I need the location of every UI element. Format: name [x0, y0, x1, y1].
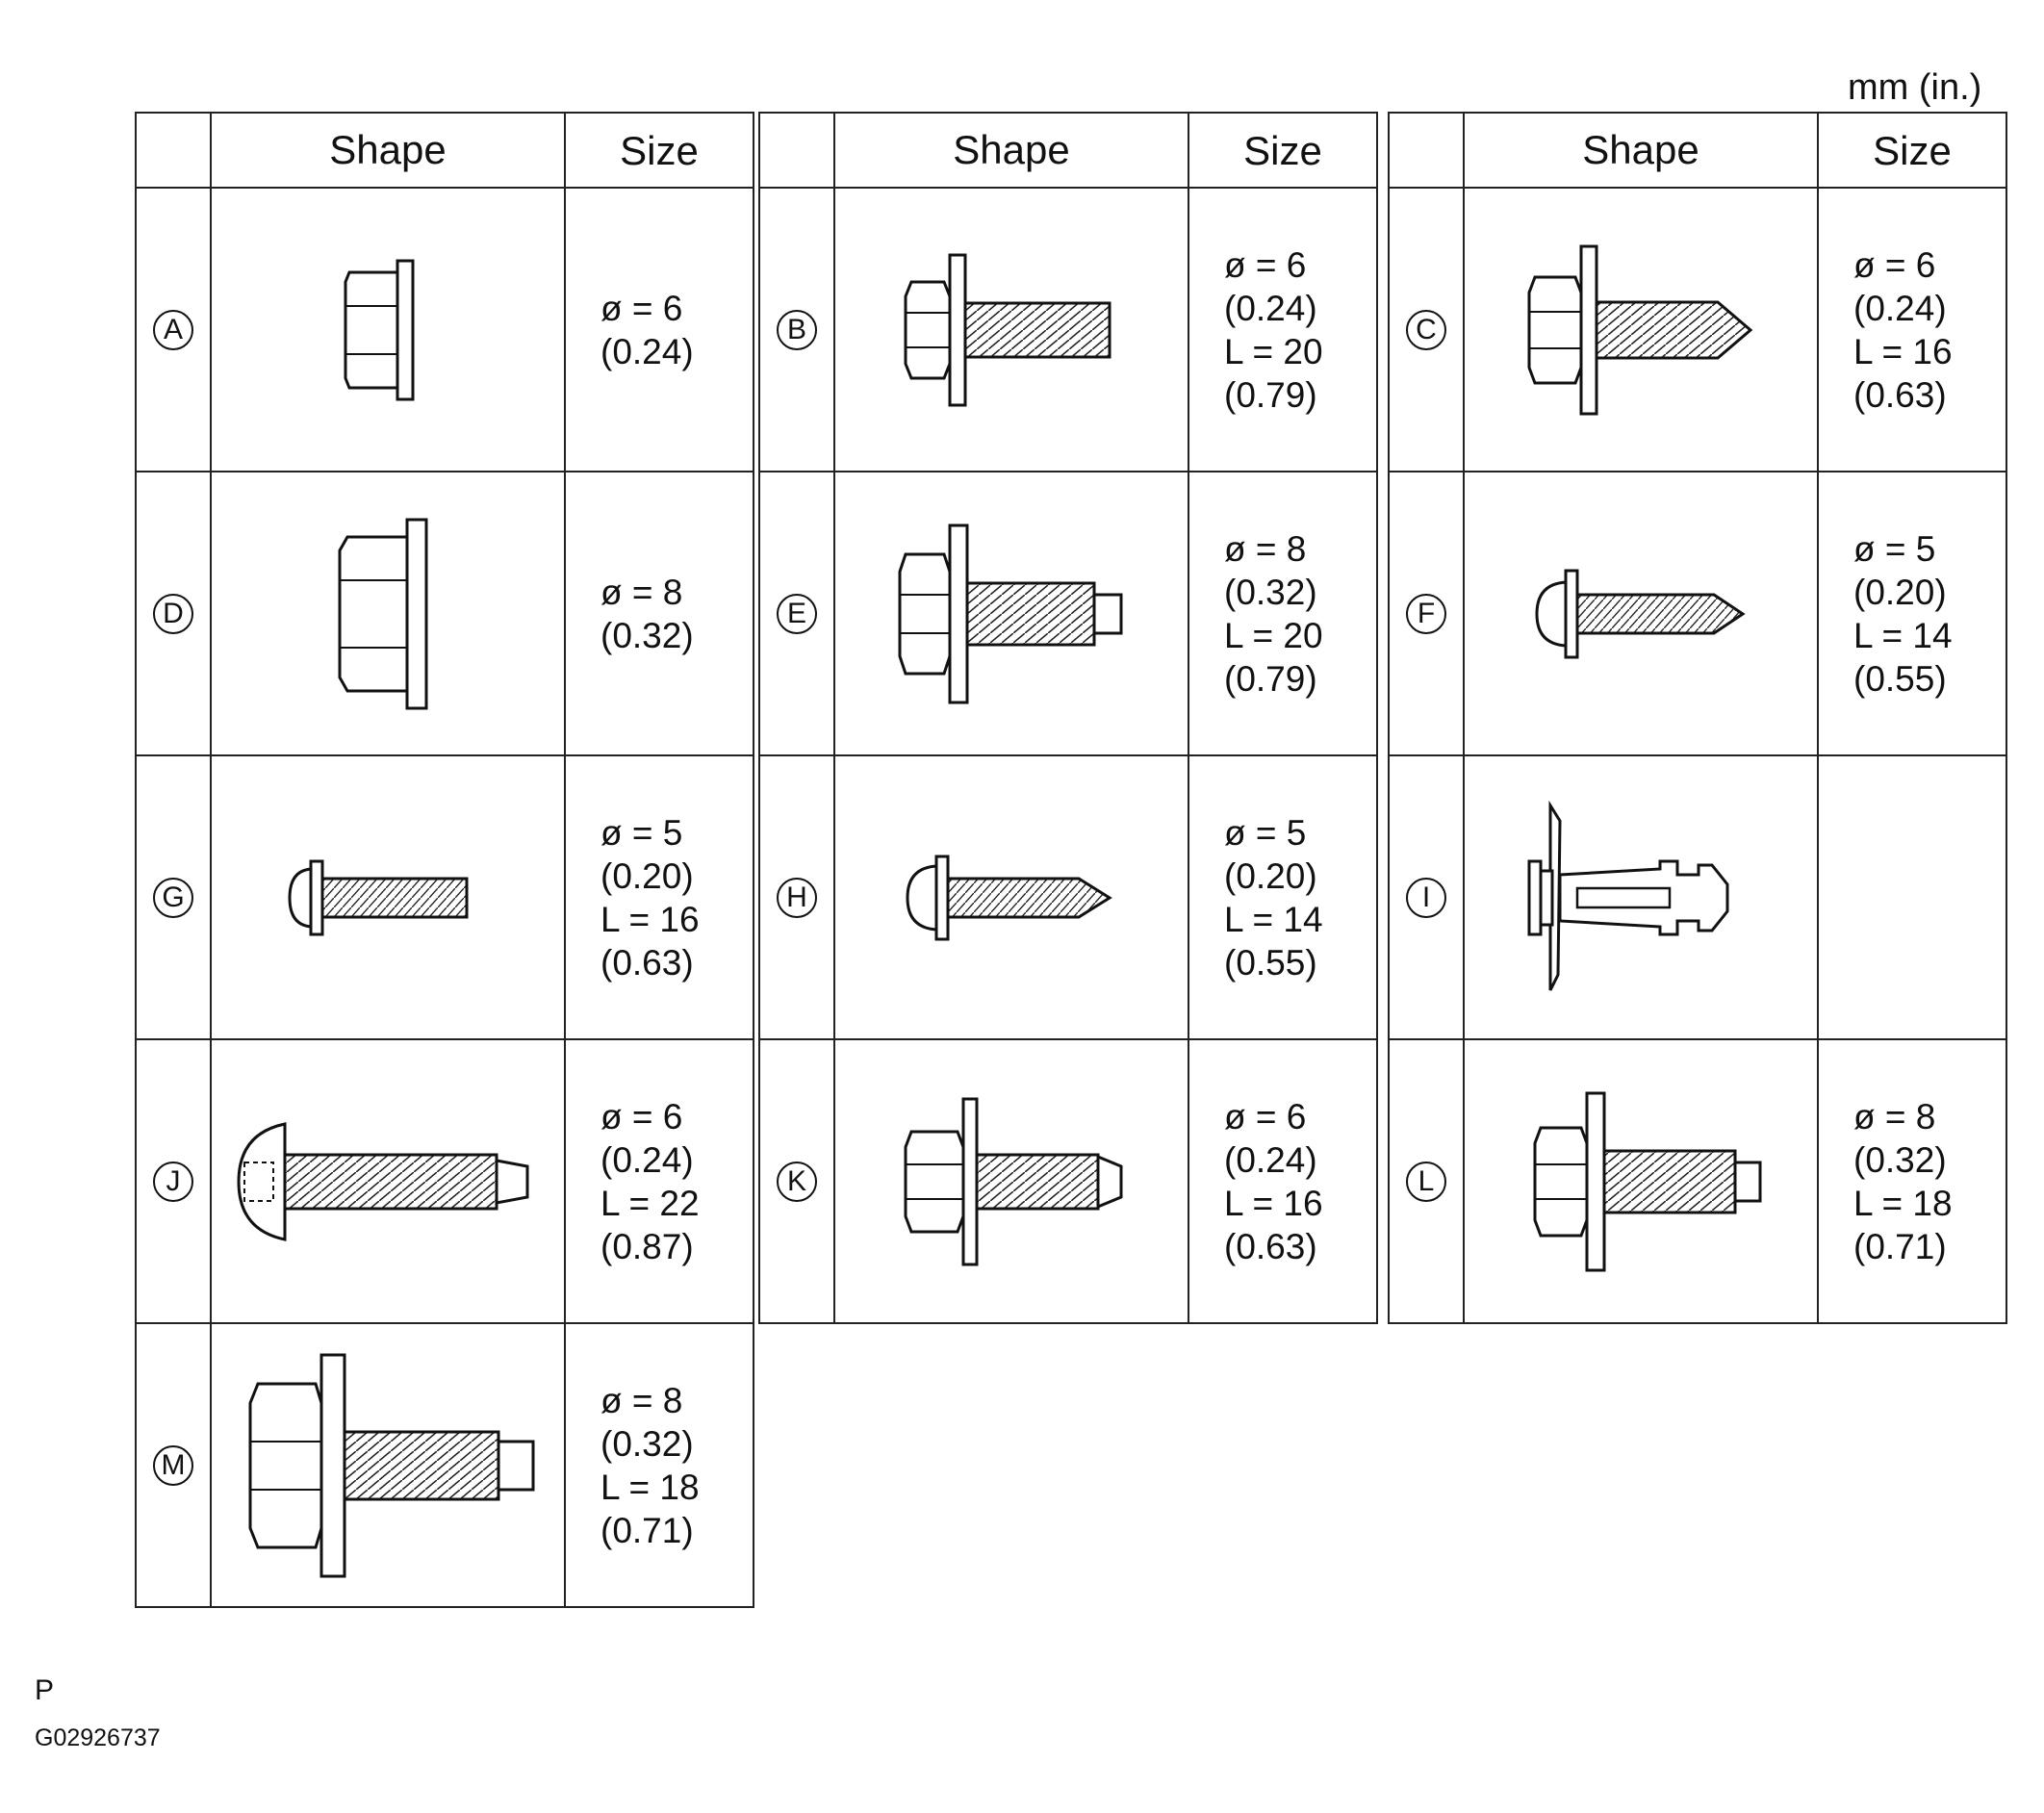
part-id-badge: G: [153, 877, 193, 918]
size-spec: ø = 8 (0.32) L = 18 (0.71): [1817, 1038, 2007, 1324]
table-row: J ø = 6 (0.24) L = 22 (0.87): [135, 1038, 754, 1324]
table-row: E ø = 8 (0.32) L = 20 (0.79): [758, 471, 1378, 756]
table-row: D ø = 8 (0.32): [135, 471, 754, 756]
size-header: Size: [1817, 112, 2007, 189]
table-row: G ø = 5 (0.20) L = 16 (0.63): [135, 754, 754, 1040]
figure-code: G02926737: [35, 1724, 161, 1751]
size-spec: ø = 6 (0.24): [564, 187, 754, 472]
table-row: M ø = 8 (0.32) L = 18 (0.71): [135, 1322, 754, 1608]
washer-bolt-drawing: [1463, 1038, 1819, 1324]
part-id-badge: K: [777, 1161, 817, 1202]
size-spec: ø = 8 (0.32) L = 18 (0.71): [564, 1322, 754, 1608]
size-spec: ø = 8 (0.32): [564, 471, 754, 756]
washer-bolt-drawing: [210, 1322, 566, 1608]
table-row: I: [1388, 754, 2007, 1040]
washer-bolt-drawing: [833, 1038, 1189, 1324]
tapping-screw-drawing: [1463, 471, 1819, 756]
part-id-badge: F: [1406, 593, 1446, 634]
washer-bolt-drawing: [833, 471, 1189, 756]
part-id-badge: E: [777, 593, 817, 634]
part-id-badge: M: [153, 1444, 193, 1486]
size-spec: ø = 6 (0.24) L = 16 (0.63): [1188, 1038, 1378, 1324]
part-id-badge: D: [153, 593, 193, 634]
size-spec: ø = 5 (0.20) L = 14 (0.55): [1188, 754, 1378, 1040]
table-row: L ø = 8 (0.32) L = 18 (0.71): [1388, 1038, 2007, 1324]
size-header: Size: [564, 112, 754, 189]
size-spec: ø = 5 (0.20) L = 14 (0.55): [1817, 471, 2007, 756]
table-row: A ø = 6 (0.24): [135, 187, 754, 472]
size-spec: ø = 6 (0.24) L = 20 (0.79): [1188, 187, 1378, 472]
part-id-badge: B: [777, 309, 817, 350]
push-clip-drawing: [1463, 754, 1819, 1040]
size-spec: ø = 8 (0.32) L = 20 (0.79): [1188, 471, 1378, 756]
button-head-bolt-drawing: [210, 1038, 566, 1324]
size-spec: [1817, 754, 2007, 1040]
part-id-badge: C: [1406, 309, 1446, 350]
shape-header: Shape: [210, 112, 566, 189]
size-spec: ø = 6 (0.24) L = 16 (0.63): [1817, 187, 2007, 472]
tapping-bolt-drawing: [1463, 187, 1819, 472]
shape-header: Shape: [1463, 112, 1819, 189]
flange-nut-drawing: [210, 471, 566, 756]
part-id-badge: L: [1406, 1161, 1446, 1202]
washer-bolt-drawing: [833, 187, 1189, 472]
fastener-table-left: Shape Size A ø = 6 (0.24) D: [135, 112, 754, 1608]
part-id-badge: I: [1406, 877, 1446, 918]
fastener-table-right: Shape Size C ø = 6 (0.24) L = 16 (0.63) …: [1388, 112, 2007, 1324]
table-row: B ø = 6 (0.24) L = 20 (0.79): [758, 187, 1378, 472]
size-spec: ø = 6 (0.24) L = 22 (0.87): [564, 1038, 754, 1324]
page-mark: P: [35, 1674, 55, 1706]
fastener-table-middle: Shape Size B ø = 6 (0.24) L = 20 (0.79) …: [758, 112, 1378, 1324]
part-id-badge: H: [777, 877, 817, 918]
tapping-screw-drawing: [833, 754, 1189, 1040]
table-row: K ø = 6 (0.24) L = 16 (0.63): [758, 1038, 1378, 1324]
table-row: F ø = 5 (0.20) L = 14 (0.55): [1388, 471, 2007, 756]
part-id-badge: A: [153, 309, 193, 350]
table-row: H ø = 5 (0.20) L = 14 (0.55): [758, 754, 1378, 1040]
shape-header: Shape: [833, 112, 1189, 189]
flange-nut-drawing: [210, 187, 566, 472]
size-spec: ø = 5 (0.20) L = 16 (0.63): [564, 754, 754, 1040]
units-label: mm (in.): [1848, 67, 1982, 108]
part-id-badge: J: [153, 1161, 193, 1202]
size-header: Size: [1188, 112, 1378, 189]
pan-head-screw-drawing: [210, 754, 566, 1040]
table-row: C ø = 6 (0.24) L = 16 (0.63): [1388, 187, 2007, 472]
